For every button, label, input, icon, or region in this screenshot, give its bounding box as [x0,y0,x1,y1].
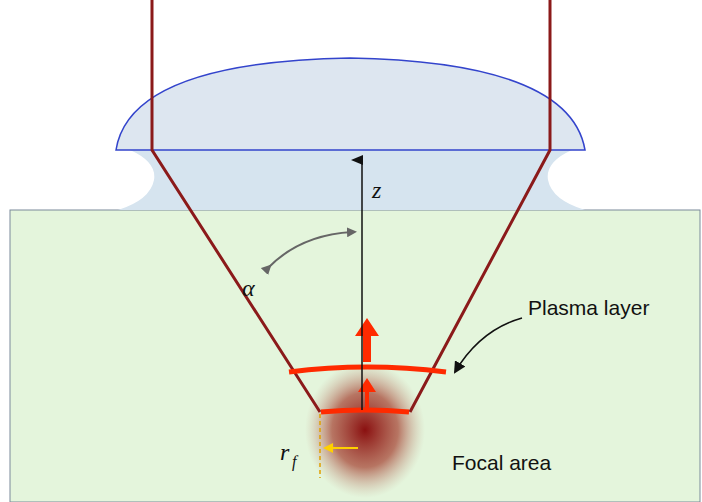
z-axis [361,160,363,410]
beam-edge [410,0,550,412]
radius-guide [319,414,321,478]
radius-label: r [280,440,289,464]
immersion-liquid [118,150,585,210]
focal-area [305,362,425,498]
angle-arc [268,232,352,268]
growth-arrow [358,378,376,408]
callout-label: Plasma layer [528,297,649,318]
medium-block [10,210,700,502]
growth-arrow [355,318,379,362]
beam-edge [152,0,320,412]
radius-arrowhead [323,443,333,453]
lens [116,58,585,150]
leader-line [455,318,522,372]
plasma-layer [321,410,409,412]
axis-label: z [372,178,381,202]
radius-subscript: f [292,454,296,470]
angle-label: α [242,276,255,300]
region-label: Focal area [452,452,551,473]
plasma-layer [289,367,446,372]
